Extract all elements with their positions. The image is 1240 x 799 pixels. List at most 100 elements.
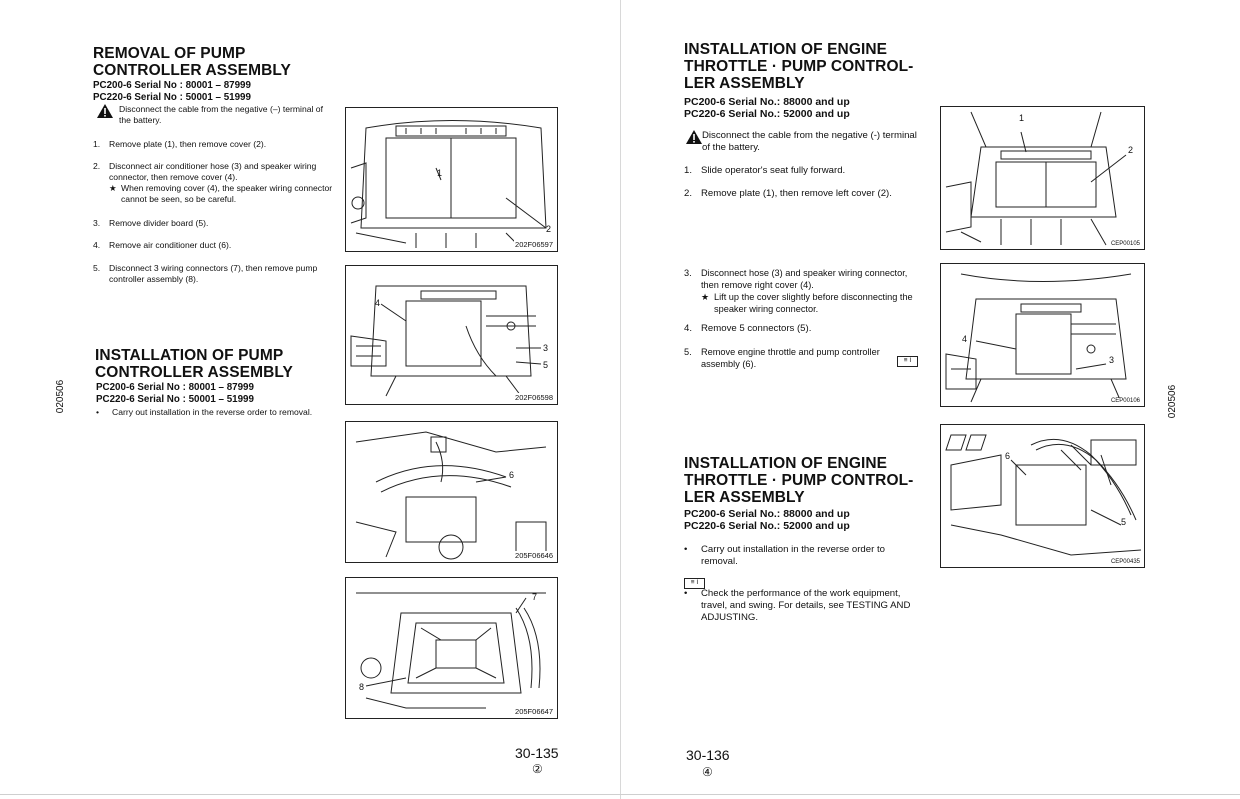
figure-code: CEP00435: [1109, 559, 1141, 565]
installation-engine-title-2: INSTALLATION OF ENGINE THROTTLE · PUMP C…: [684, 455, 913, 506]
title-line: THROTTLE · PUMP CONTROL-: [684, 472, 914, 489]
installation-engine-serials-1: PC200-6 Serial No.: 88000 and up PC220-6…: [684, 96, 850, 120]
step-text: Disconnect air conditioner hose (3) and …: [109, 161, 317, 182]
step-text: Check the performance of the work equipm…: [701, 588, 911, 623]
bullet: •: [96, 407, 100, 417]
engine-step-5: 5. Remove engine throttle and pump contr…: [684, 346, 894, 370]
step-number: 1.: [684, 165, 693, 176]
figure-drawing: [945, 273, 1132, 403]
star-icon: ★: [701, 292, 710, 302]
title-line: LER ASSEMBLY: [684, 75, 805, 92]
side-code: 020506: [1167, 384, 1179, 419]
figure-label: 6: [1005, 451, 1011, 461]
bullet: •: [684, 544, 688, 555]
note-text: When removing cover (4), the speaker wir…: [121, 183, 333, 204]
reference-mark: ≡ I: [897, 356, 918, 367]
serial-line: PC220-6 Serial No : 50001 – 51999: [93, 92, 251, 103]
installation-engine-serials-2: PC200-6 Serial No.: 88000 and up PC220-6…: [684, 508, 850, 532]
figure-code: CEP00106: [1109, 398, 1141, 404]
step-number: 2.: [93, 161, 101, 171]
bullet: •: [684, 588, 688, 599]
figure-code: 205F06646: [514, 551, 554, 560]
step-text: Remove plate (1), then remove cover (2).: [109, 139, 267, 149]
step-text: Remove engine throttle and pump controll…: [701, 347, 880, 369]
installation-pump-serials: PC200-6 Serial No : 80001 – 87999 PC220-…: [96, 382, 254, 406]
figure-drawing: [945, 434, 1142, 556]
step-number: 3.: [684, 268, 692, 278]
warning-text: Disconnect the cable from the negative (…: [702, 130, 917, 153]
serial-line: PC200-6 Serial No : 80001 – 87999: [93, 80, 251, 91]
warning-icon: [97, 104, 113, 118]
figure-drawing: [945, 111, 1127, 246]
removal-step-4: 4. Remove air conditioner duct (6).: [93, 240, 333, 251]
removal-title: REMOVAL OF PUMP CONTROLLER ASSEMBLY: [93, 45, 291, 79]
figure-label: 5: [1121, 517, 1127, 527]
figure-drawing: [356, 592, 546, 709]
step-number: 4.: [684, 323, 693, 334]
installation-engine-title-1: INSTALLATION OF ENGINE THROTTLE · PUMP C…: [684, 41, 913, 92]
step-number: 4.: [93, 240, 101, 250]
page-number: 30-136: [686, 747, 730, 763]
step-text: Slide operator's seat fully forward.: [701, 165, 846, 176]
step-number: 5.: [684, 347, 692, 357]
figure-CEP00435: 6 5 CEP00435: [940, 424, 1145, 568]
figure-label: 7: [532, 592, 538, 602]
figure-label: 3: [543, 343, 549, 353]
step-text: Disconnect 3 wiring connectors (7), then…: [109, 263, 318, 284]
figure-label: 8: [359, 682, 365, 692]
page-number: 30-135: [515, 745, 559, 761]
figure-CEP00105: 1 2 CEP00105: [940, 106, 1145, 250]
revision-mark: ②: [532, 762, 543, 776]
step-number: 5.: [93, 263, 101, 273]
figure-202F06598: 4 3 5 202F06598: [345, 265, 558, 405]
check-performance-text: • Check the performance of the work equi…: [684, 588, 920, 624]
title-line: INSTALLATION OF PUMP: [95, 347, 284, 364]
figure-label: 6: [509, 470, 515, 480]
title-line: LER ASSEMBLY: [684, 489, 805, 506]
step-text: Disconnect hose (3) and speaker wiring c…: [701, 268, 908, 290]
note-text: Lift up the cover slightly before discon…: [714, 292, 913, 314]
figure-label: 4: [375, 298, 381, 308]
title-line: INSTALLATION OF ENGINE: [684, 455, 888, 472]
side-code: 020506: [55, 379, 67, 414]
step-note: ★ Lift up the cover slightly before disc…: [701, 291, 924, 315]
title-line: INSTALLATION OF ENGINE: [684, 41, 888, 58]
removal-step-5: 5. Disconnect 3 wiring connectors (7), t…: [93, 263, 333, 285]
step-text: Remove air conditioner duct (6).: [109, 240, 232, 250]
engine-step-1: 1. Slide operator's seat fully forward.: [684, 165, 924, 177]
page-divider: [620, 0, 621, 799]
step-number: 3.: [93, 218, 101, 228]
step-number: 1.: [93, 139, 101, 149]
footer-line: [0, 794, 1240, 795]
engine-step-2: 2. Remove plate (1), then remove left co…: [684, 188, 924, 200]
figure-code: 202F06598: [514, 393, 554, 402]
figure-label: 1: [437, 168, 443, 178]
figure-CEP00106: 4 3 CEP00106: [940, 263, 1145, 407]
serial-line: PC200-6 Serial No.: 88000 and up: [684, 96, 850, 108]
removal-warning: Disconnect the cable from the negative (…: [97, 104, 332, 126]
serial-line: PC220-6 Serial No.: 52000 and up: [684, 520, 850, 532]
title-line: THROTTLE · PUMP CONTROL-: [684, 58, 914, 75]
removal-step-3: 3. Remove divider board (5).: [93, 218, 333, 229]
reference-mark: ≡ I: [684, 578, 705, 589]
figure-label: 5: [543, 360, 549, 370]
serial-line: PC220-6 Serial No : 50001 – 51999: [96, 394, 254, 405]
engine-step-3: 3. Disconnect hose (3) and speaker wirin…: [684, 267, 924, 315]
figure-label: 3: [1109, 355, 1115, 365]
step-number: 2.: [684, 188, 693, 199]
figure-205F06646: 6 205F06646: [345, 421, 558, 563]
warning-icon: [686, 130, 702, 144]
star-icon: ★: [109, 183, 117, 193]
figure-label: 1: [1019, 113, 1025, 123]
installation-engine-warning: Disconnect the cable from the negative (…: [686, 130, 922, 154]
removal-step-2: 2. Disconnect air conditioner hose (3) a…: [93, 161, 333, 205]
figure-code: 205F06647: [514, 707, 554, 716]
figure-label: 2: [1128, 145, 1134, 155]
serial-line: PC200-6 Serial No : 80001 – 87999: [96, 382, 254, 393]
figure-code: 202F06597: [514, 240, 554, 249]
installation-pump-title: INSTALLATION OF PUMP CONTROLLER ASSEMBLY: [95, 347, 293, 381]
step-text: Carry out installation in the reverse or…: [112, 407, 313, 417]
step-text: Remove 5 connectors (5).: [701, 323, 812, 334]
step-text: Remove plate (1), then remove left cover…: [701, 188, 892, 199]
step-text: Carry out installation in the reverse or…: [701, 544, 885, 567]
